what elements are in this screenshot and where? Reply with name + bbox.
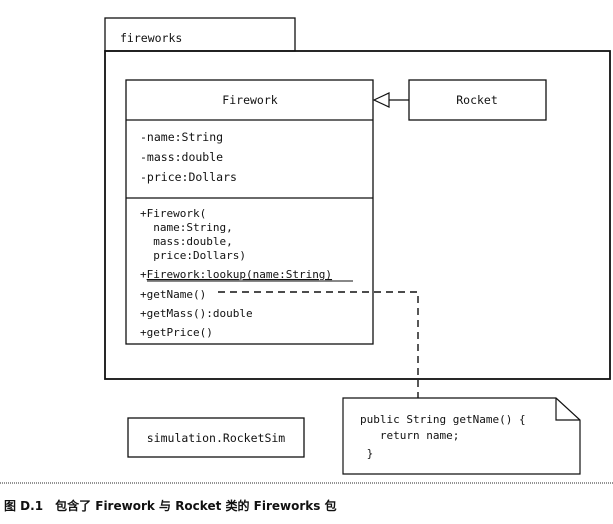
figure-caption: 图 D.1 包含了 Firework 与 Rocket 类的 Fireworks … <box>4 498 337 513</box>
class-rocketsim: simulation.RocketSim <box>127 417 305 458</box>
firework-method: +getPrice() <box>140 326 213 339</box>
package-body <box>104 50 611 380</box>
rocketsim-box <box>127 417 305 458</box>
package-fireworks: fireworks <box>104 17 611 380</box>
class-firework: Firework -name:String -mass:double -pric… <box>125 79 374 345</box>
static-method-name: Firework:lookup(name:String) <box>147 268 332 281</box>
rocketsim-name: simulation.RocketSim <box>147 431 286 445</box>
package-name: fireworks <box>120 31 182 45</box>
firework-attribute: -mass:double <box>140 150 223 164</box>
note-fold <box>555 398 580 421</box>
figure-label: 图 D.1 <box>4 499 43 513</box>
note-code-line: } <box>360 447 373 460</box>
firework-constructor-line: name:String, <box>140 221 233 234</box>
note-code-line: public String getName() { <box>360 413 526 426</box>
generalization-arrow <box>372 92 409 108</box>
class-rocket: Rocket <box>408 79 547 121</box>
firework-method: +getMass():double <box>140 307 253 320</box>
note-connector <box>218 291 419 400</box>
note-body <box>342 397 581 475</box>
note-getname: public String getName() { return name; } <box>342 397 581 475</box>
firework-static-method: +Firework:lookup(name:String) <box>140 268 332 281</box>
firework-method: +getName() <box>140 288 206 301</box>
firework-class-name: Firework <box>222 93 277 107</box>
firework-constructor-line: +Firework( <box>140 207 206 220</box>
note-code-line: return name; <box>360 429 459 442</box>
firework-constructor-line: mass:double, <box>140 235 233 248</box>
figure-caption-text: 包含了 Firework 与 Rocket 类的 Fireworks 包 <box>54 498 337 513</box>
firework-attribute: -name:String <box>140 130 223 144</box>
firework-class-box <box>125 79 374 345</box>
firework-constructor-line: price:Dollars) <box>140 249 246 262</box>
rocket-class-name: Rocket <box>456 93 498 107</box>
hollow-triangle-head <box>372 92 390 108</box>
firework-attribute: -price:Dollars <box>140 170 237 184</box>
static-method-prefix: + <box>140 268 147 281</box>
